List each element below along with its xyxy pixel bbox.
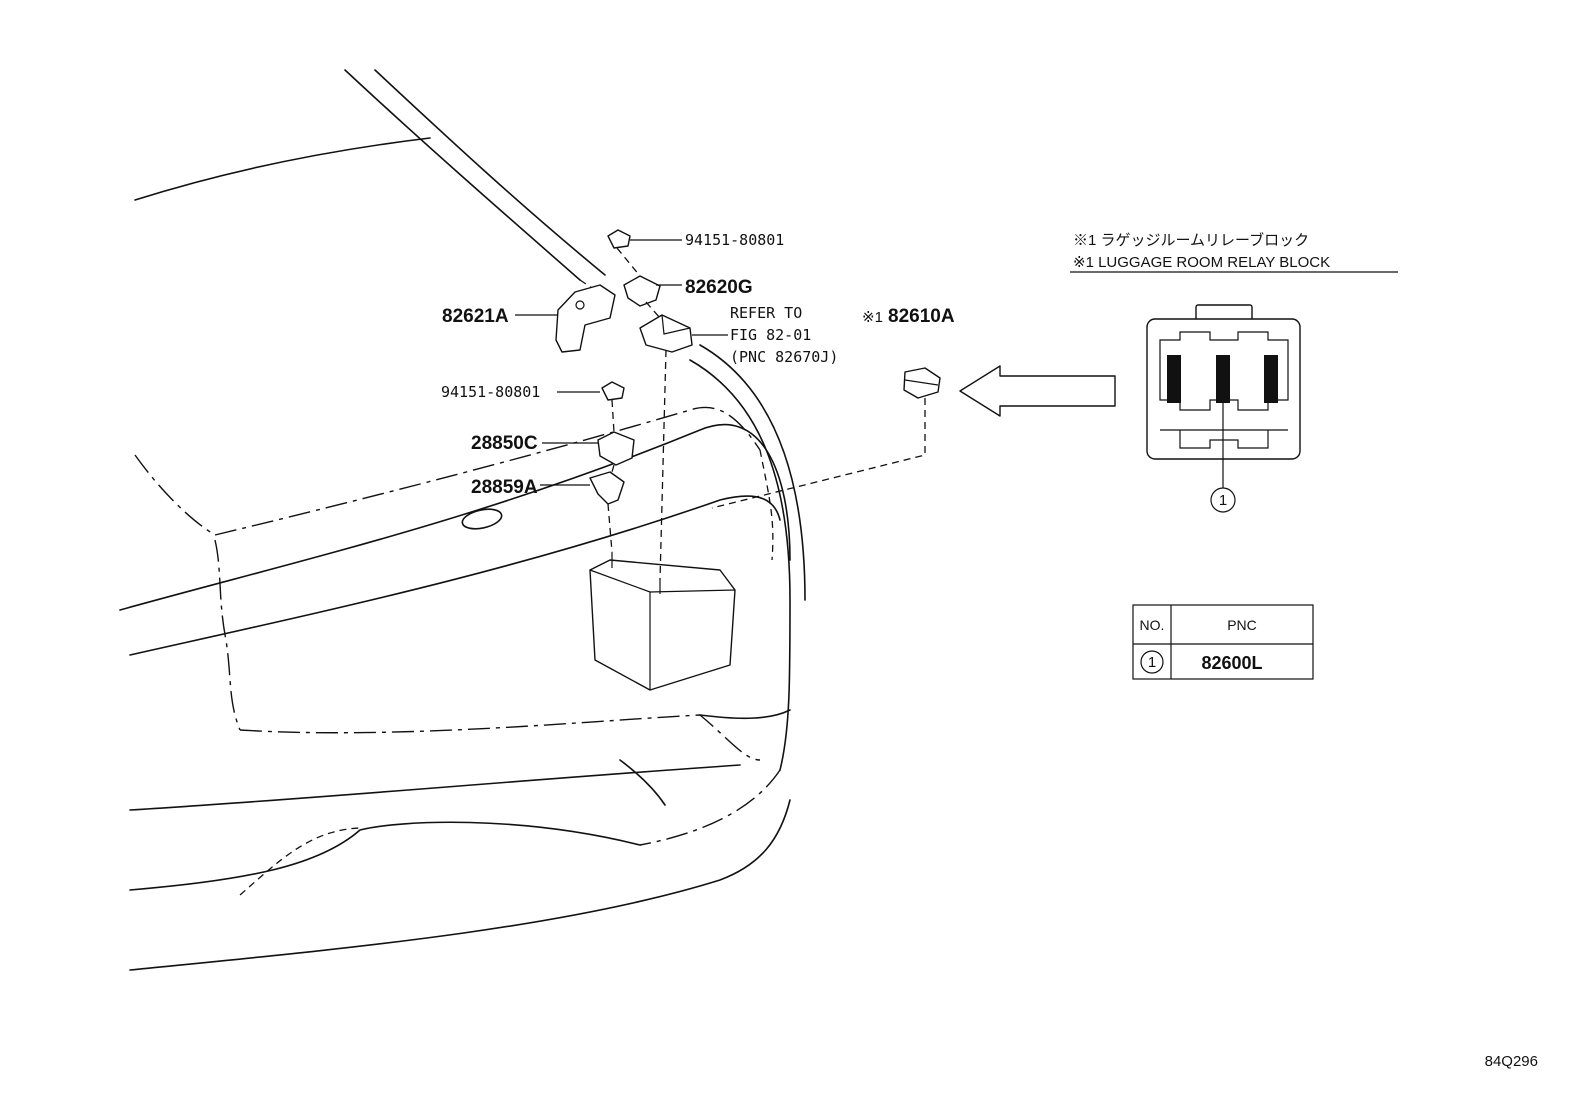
callout-1-number: 1 <box>1219 492 1227 509</box>
part-82670j-icon <box>639 314 693 353</box>
table-row-no: 1 <box>1148 654 1156 671</box>
label-refer-to: REFER TO <box>730 304 802 322</box>
label-82620g: 82620G <box>685 277 753 298</box>
leader-lines <box>515 239 728 486</box>
note-en: ※1 LUGGAGE ROOM RELAY BLOCK <box>1073 254 1330 271</box>
table-row-pnc: 82600L <box>1201 653 1262 673</box>
table-header-pnc: PNC <box>1227 617 1257 633</box>
table-header-no: NO. <box>1140 617 1165 633</box>
part-28859a-icon <box>589 471 625 505</box>
part-94151-top-icon <box>607 229 631 249</box>
label-refer-fig: FIG 82-01 <box>730 326 811 344</box>
relay-block-detail <box>1146 304 1301 488</box>
part-28850c-icon <box>597 431 635 466</box>
part-94151-mid-icon <box>601 381 625 401</box>
label-28859a: 28859A <box>471 477 538 498</box>
vehicle-outline <box>119 69 806 971</box>
battery-illustration <box>589 552 736 691</box>
label-82621a: 82621A <box>442 306 509 327</box>
note-jp: ※1 ラゲッジルームリレーブロック <box>1073 231 1309 249</box>
part-82620g-icon <box>623 275 661 307</box>
label-94151-top: 94151-80801 <box>685 231 784 249</box>
label-82610a: 82610A <box>888 306 955 327</box>
install-guide-lines <box>607 247 926 581</box>
label-94151-mid: 94151-80801 <box>441 383 540 401</box>
callout-1: 1 <box>1210 487 1236 513</box>
part-82621a-icon <box>555 284 616 353</box>
part-82610a-icon <box>903 367 941 399</box>
left-arrow-icon <box>959 365 1116 417</box>
label-82610a-mark: ※1 <box>862 309 883 326</box>
figure-code: 84Q296 <box>1485 1053 1538 1070</box>
pnc-table: NO. PNC 1 82600L <box>1132 604 1314 680</box>
label-refer-pnc: (PNC 82670J) <box>730 348 838 366</box>
label-28850c: 28850C <box>471 433 538 454</box>
